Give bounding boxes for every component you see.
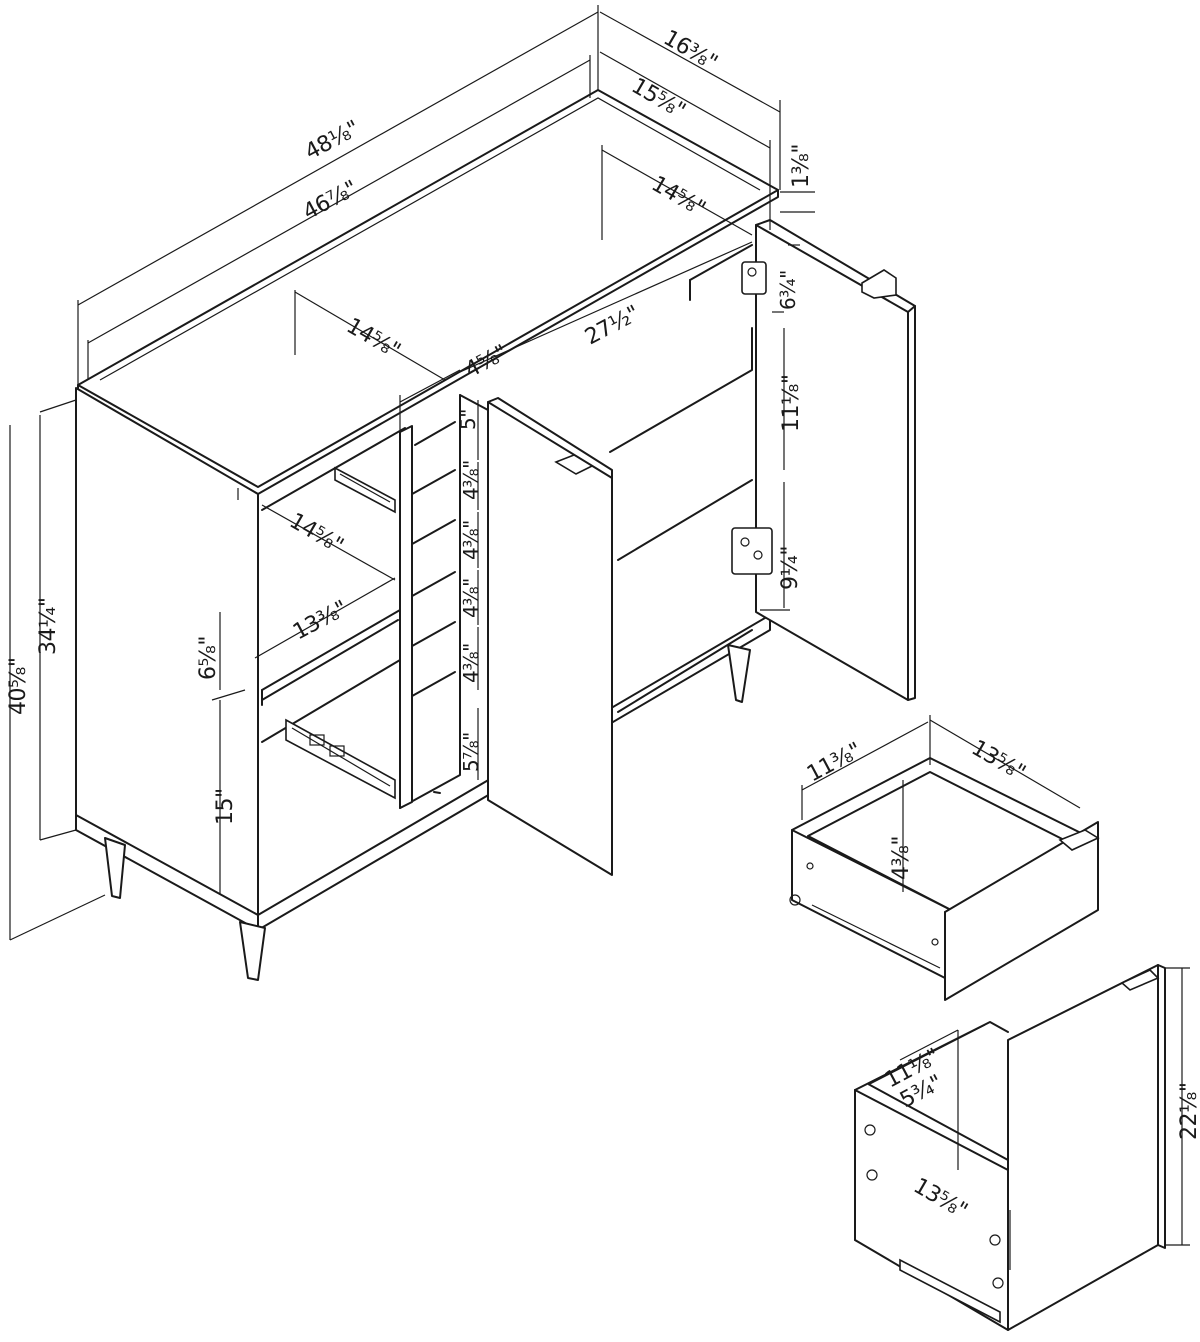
label-drawer-depth: 13⅝"	[967, 736, 1029, 786]
label-cubby-4: 4⅜"	[459, 578, 483, 618]
drawer-slides	[285, 466, 396, 800]
cabinet-top	[77, 89, 779, 488]
label-pullout-door-height: 22⅛"	[1177, 1083, 1200, 1140]
label-cubby-3: 4⅜"	[459, 520, 483, 560]
label-top-thickness: 1⅜"	[789, 144, 814, 188]
dimension-lines	[9, 5, 1190, 1270]
label-total-depth: 16⅜"	[659, 26, 721, 76]
drawer-illustration	[789, 757, 1100, 1001]
pullout-handle	[1120, 969, 1160, 991]
label-overall-height: 40⅝"	[6, 658, 31, 715]
label-drawer-width: 11⅜"	[803, 738, 865, 787]
label-cubby-2: 4⅜"	[459, 460, 483, 500]
label-cubby-5: 4⅜"	[459, 643, 483, 683]
label-cubby-6: 5⅞"	[459, 732, 483, 772]
right-door	[755, 219, 916, 701]
label-inner-top-width: 46⅞"	[299, 176, 361, 225]
legs	[104, 644, 751, 981]
cabinet-body	[75, 89, 779, 931]
pullout-illustration	[854, 964, 1166, 1331]
hinges	[731, 261, 773, 575]
label-cabinet-height: 34¼"	[36, 598, 61, 655]
center-door	[487, 397, 613, 876]
label-cubby-1: 5"	[456, 409, 480, 430]
label-right-compartment-width: 27½"	[581, 301, 643, 350]
label-total-width: 48⅛"	[301, 116, 363, 165]
door-handle-right	[861, 269, 897, 299]
label-left-width: 13⅜"	[289, 596, 351, 645]
door-handle	[554, 454, 594, 475]
label-drawer-height: 4⅜"	[889, 836, 914, 880]
label-right-upper-height: 11⅛"	[779, 375, 804, 432]
label-left-lower-height: 15"	[213, 788, 238, 825]
label-left-middle-height: 6⅝"	[196, 636, 221, 680]
left-door	[399, 425, 413, 809]
label-hinge-offset-top: 6¾"	[776, 270, 800, 310]
drawer-handle	[1058, 829, 1100, 851]
label-left-shelf-depth: 14⅝"	[285, 509, 347, 559]
label-right-lower-height: 9¼"	[778, 546, 803, 590]
